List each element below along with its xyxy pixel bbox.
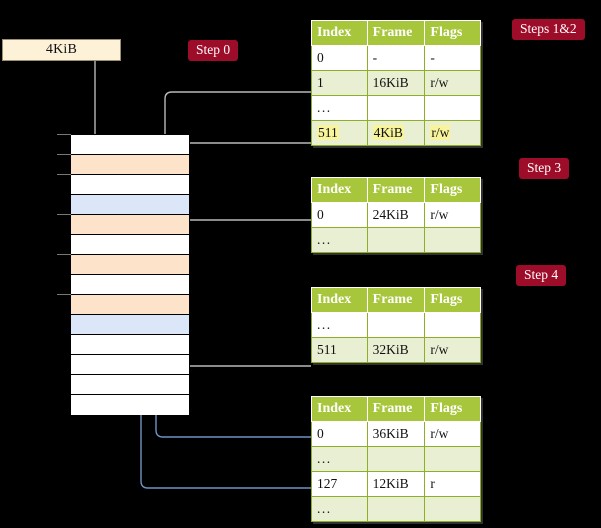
memory-frame-3 xyxy=(71,195,189,215)
cell-frame xyxy=(366,227,426,253)
cell-frame xyxy=(366,496,426,522)
table-row: 0-- xyxy=(311,45,481,71)
memory-frame-2 xyxy=(57,173,189,195)
cell-index: ... xyxy=(311,312,368,338)
memory-frame-10 xyxy=(71,335,189,355)
memory-frame-7 xyxy=(71,275,189,295)
cell-flags: r/w xyxy=(424,202,481,228)
badge-step-4: Step 4 xyxy=(516,265,567,286)
column-header-index: Index xyxy=(311,177,368,203)
source-frame-box: 4KiB xyxy=(2,39,121,61)
cell-flags: - xyxy=(424,45,481,71)
memory-frame-12 xyxy=(71,375,189,395)
cell-index: 127 xyxy=(311,471,368,497)
cell-flags: r/w xyxy=(424,70,481,96)
memory-frame-tick xyxy=(57,153,71,155)
memory-frame-1 xyxy=(57,153,189,175)
cell-frame: 32KiB xyxy=(366,337,426,363)
column-header-flags: Flags xyxy=(424,20,481,46)
cell-index: 511 xyxy=(311,120,368,146)
cell-flags xyxy=(424,496,481,522)
cell-index: 0 xyxy=(311,421,368,447)
cell-frame xyxy=(366,446,426,472)
table-row: ... xyxy=(311,227,481,253)
table-row: ... xyxy=(311,446,481,472)
cell-flags: r/w xyxy=(424,120,481,146)
cell-index: 0 xyxy=(311,45,368,71)
cell-flags xyxy=(424,95,481,121)
cell-index: ... xyxy=(311,446,368,472)
cell-index: 1 xyxy=(311,70,368,96)
cell-index: ... xyxy=(311,227,368,253)
column-header-index: Index xyxy=(311,287,368,313)
memory-frame-13 xyxy=(71,395,189,415)
memory-frame-5 xyxy=(71,235,189,255)
cell-flags xyxy=(424,446,481,472)
badge-step-3: Step 3 xyxy=(519,158,570,179)
cell-index: 0 xyxy=(311,202,368,228)
cell-frame: 12KiB xyxy=(366,471,426,497)
memory-frame-tick xyxy=(57,253,71,255)
memory-frame-8 xyxy=(57,293,189,315)
column-header-flags: Flags xyxy=(424,396,481,422)
memory-frame-tick xyxy=(57,293,71,295)
cell-index: ... xyxy=(311,496,368,522)
column-header-flags: Flags xyxy=(424,287,481,313)
cell-flags xyxy=(424,312,481,338)
cell-frame xyxy=(366,312,426,338)
column-header-frame: Frame xyxy=(366,177,426,203)
physical-memory-column xyxy=(57,133,190,415)
table-row: ... xyxy=(311,312,481,338)
table-row: ... xyxy=(311,95,481,121)
badge-steps-1-2: Steps 1&2 xyxy=(512,19,585,40)
cell-frame: 4KiB xyxy=(366,120,426,146)
badge-step-0: Step 0 xyxy=(188,40,239,61)
cell-frame: - xyxy=(366,45,426,71)
column-header-frame: Frame xyxy=(366,20,426,46)
memory-frame-9 xyxy=(71,315,189,335)
cell-index: 511 xyxy=(311,337,368,363)
column-header-index: Index xyxy=(311,396,368,422)
memory-frame-tick xyxy=(57,213,71,215)
column-header-frame: Frame xyxy=(366,287,426,313)
memory-frame-tick xyxy=(57,133,71,135)
column-header-flags: Flags xyxy=(424,177,481,203)
table-row: ... xyxy=(311,496,481,522)
cell-flags: r/w xyxy=(424,421,481,447)
cell-flags xyxy=(424,227,481,253)
cell-index: ... xyxy=(311,95,368,121)
column-header-index: Index xyxy=(311,20,368,46)
cell-frame: 16KiB xyxy=(366,70,426,96)
cell-flags: r/w xyxy=(424,337,481,363)
cell-frame xyxy=(366,95,426,121)
cell-frame: 24KiB xyxy=(366,202,426,228)
memory-frame-0 xyxy=(57,133,189,155)
column-header-frame: Frame xyxy=(366,396,426,422)
cell-frame: 36KiB xyxy=(366,421,426,447)
memory-frame-6 xyxy=(57,253,189,275)
cell-flags: r xyxy=(424,471,481,497)
memory-frame-11 xyxy=(71,355,189,375)
memory-frame-tick xyxy=(57,173,71,175)
memory-frame-4 xyxy=(57,213,189,235)
source-frame-label: 4KiB xyxy=(45,42,78,57)
